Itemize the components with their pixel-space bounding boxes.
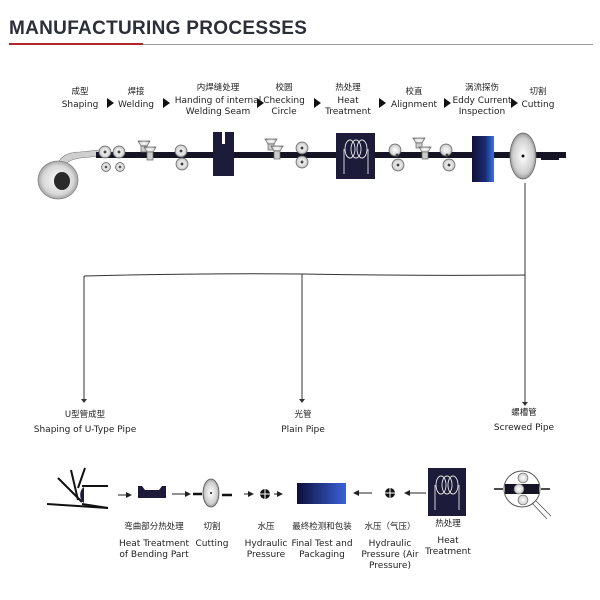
triangle-right-icon [257,98,264,108]
bottom-heat-treatment-icon [428,468,466,516]
pressure-rollers-icon [174,144,189,171]
internal-seam-machine-icon [213,132,234,176]
branch-label-plain-pipe: 光管 Plain Pipe [281,410,325,435]
pipe-line-end [541,154,559,160]
bottom-arrows [118,490,426,498]
triangle-right-icon [107,98,114,108]
welding-rollers-icon [137,140,157,161]
bottom-label-hydraulic: 水压 Hydraulic Pressure [244,522,288,560]
hydraulic-gauge-icon [260,489,270,499]
branch-arrowheads [81,399,528,406]
shaping-rollers-icon [98,145,126,172]
step-label-checking-circle: 校圆 Checking Circle [263,83,305,117]
triangle-right-icon [511,98,518,108]
step-label-welding: 焊接 Welding [117,87,155,110]
air-pressure-gauge-icon [385,488,395,498]
branch-connectors [83,183,526,405]
alignment-rollers-icon [388,137,456,172]
triangle-right-icon [314,98,321,108]
branch-label-u-type: U型管成型 Shaping of U-Type Pipe [33,410,137,435]
page-title: MANUFACTURING PROCESSES [9,18,308,39]
triangle-right-icon [379,98,386,108]
step-label-internal-seam: 内焊缝处理 Handing of internal Welding Seam [174,83,262,117]
step-label-heat-treatment: 热处理 Heat Treatment [325,83,371,117]
connector-line [83,273,526,277]
triangle-right-icon-group [107,98,518,108]
bottom-label-heat-treatment: 热处理 Heat Treatment [425,519,471,557]
bottom-label-cutting: 切割 Cutting [195,522,229,549]
bottom-label-bending-heat: 弯曲部分热处理 Heat Treatment of Bending Part [118,522,189,560]
checking-circle-pair-icon [295,141,309,169]
title-divider [9,44,593,45]
cutting-disc-icon [509,132,537,180]
eddy-current-inspector-icon [472,136,494,182]
heat-treatment-coil-icon [336,133,375,179]
step-label-eddy-current: 涡流探伤 Eddy Current Inspection [452,83,512,117]
final-test-packaging-icon [297,483,346,504]
branch-label-screwed-pipe: 螺槽管 Screwed Pipe [493,408,555,433]
screwed-pipe-magnifier-icon [494,470,552,520]
bottom-cutting-disc-icon [193,478,232,508]
checking-circle-rollers-icon [264,138,284,160]
arrow-down-icon [522,402,528,406]
step-label-cutting: 切割 Cutting [521,87,555,110]
bending-icon [46,467,109,509]
triangle-right-icon [163,98,170,108]
arrow-down-icon [299,399,305,403]
bending-heat-treatment-icon [138,486,166,498]
title-accent-bar [9,43,143,45]
bottom-label-air-pressure: 水压（气压） Hydraulic Pressure (Air Pressure) [361,522,419,571]
steel-coil-icon [37,149,101,200]
pipe-line [96,152,566,158]
bottom-label-final-test: 最终检测和包装 Final Test and Packaging [291,522,353,560]
step-label-alignment: 校直 Alignment [390,87,438,110]
triangle-right-icon [444,98,451,108]
step-label-shaping: 成型 Shaping [61,87,99,110]
arrow-down-icon [81,399,87,403]
